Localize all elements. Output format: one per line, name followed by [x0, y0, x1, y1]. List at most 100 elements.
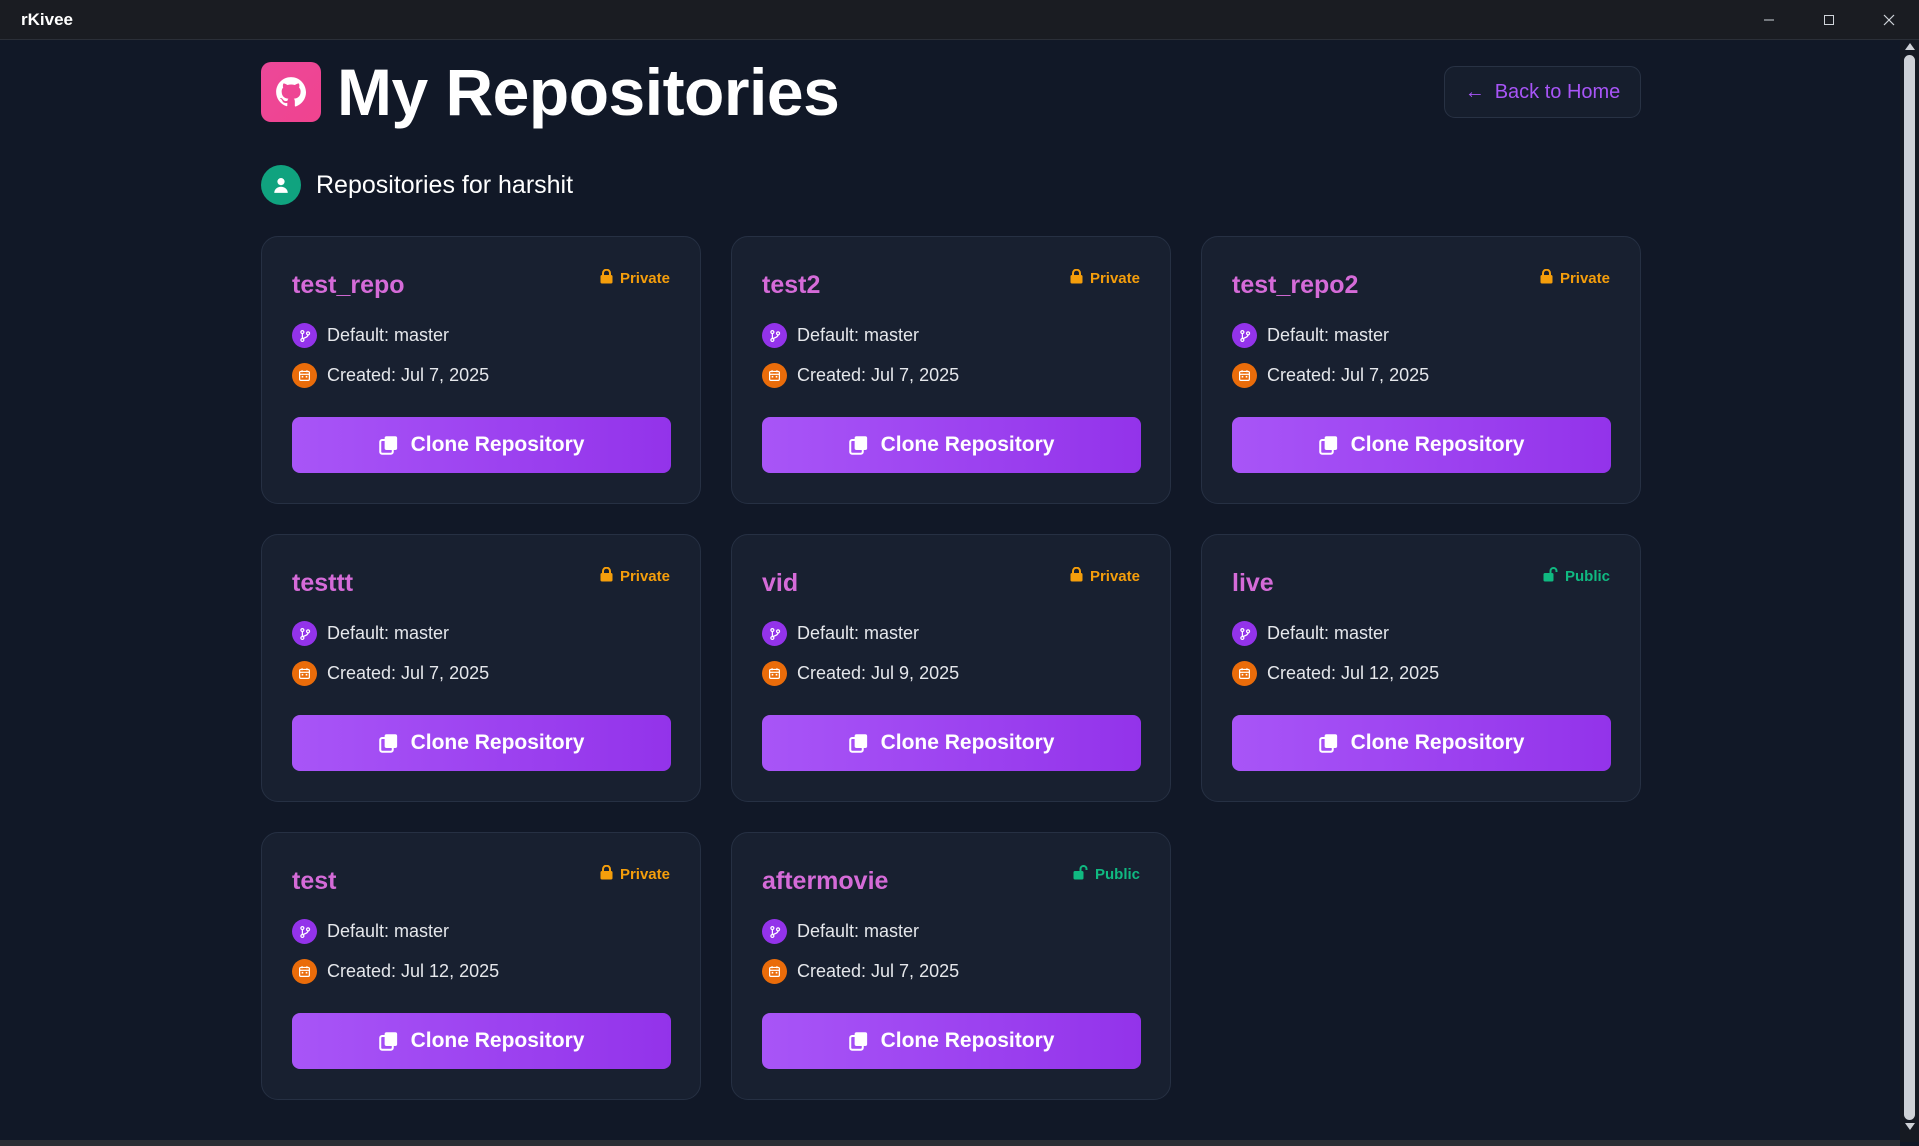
repository-name[interactable]: test: [292, 867, 337, 895]
page-title: My Repositories: [337, 55, 840, 129]
created-date-text: Created: Jul 7, 2025: [327, 663, 490, 683]
repository-name[interactable]: test_repo2: [1232, 271, 1359, 299]
page-header: My Repositories ← Back to Home: [261, 55, 1641, 129]
copy-icon: [1318, 436, 1337, 455]
default-branch-row: Default: master: [292, 919, 449, 944]
clone-button-label: Clone Repository: [1350, 731, 1525, 754]
created-date-text: Created: Jul 9, 2025: [797, 663, 960, 683]
lock-icon: [600, 864, 613, 884]
copy-icon: [378, 436, 397, 455]
default-branch-row: Default: master: [762, 919, 919, 944]
created-date-row: Created: Jul 7, 2025: [292, 661, 489, 686]
visibility-badge: Private: [600, 566, 670, 586]
repository-name[interactable]: live: [1232, 569, 1274, 597]
repository-name[interactable]: vid: [762, 569, 799, 597]
calendar-icon: [762, 959, 787, 984]
repository-name[interactable]: aftermovie: [762, 867, 889, 895]
repository-card: test2 Private Default: master Created: J…: [731, 236, 1171, 504]
repository-card: aftermovie Public Default: master Create…: [731, 832, 1171, 1100]
clone-repository-button[interactable]: Clone Repository: [292, 417, 671, 473]
calendar-icon: [762, 363, 787, 388]
created-date-row: Created: Jul 12, 2025: [292, 959, 499, 984]
clone-repository-button[interactable]: Clone Repository: [1232, 715, 1611, 771]
close-icon: [1883, 14, 1895, 25]
repository-name[interactable]: test_repo: [292, 271, 405, 299]
created-date-text: Created: Jul 7, 2025: [797, 365, 960, 385]
default-branch-row: Default: master: [292, 323, 449, 348]
visibility-label: Public: [1094, 866, 1140, 883]
created-date-row: Created: Jul 12, 2025: [1232, 661, 1439, 686]
bottom-border: [0, 1140, 1900, 1146]
repositories-owner-label: Repositories for harshit: [316, 170, 574, 199]
repository-card: live Public Default: master Created: Jul…: [1201, 534, 1641, 802]
created-date-text: Created: Jul 7, 2025: [797, 961, 960, 981]
calendar-icon: [292, 363, 317, 388]
lock-icon: [600, 566, 613, 586]
window-title: rKivee: [21, 9, 73, 29]
copy-icon: [848, 1032, 867, 1051]
default-branch-row: Default: master: [1232, 323, 1389, 348]
copy-icon: [848, 436, 867, 455]
unlock-icon: [1543, 567, 1558, 586]
copy-icon: [378, 1032, 397, 1051]
clone-button-label: Clone Repository: [1350, 433, 1525, 456]
calendar-icon: [292, 959, 317, 984]
repository-card: testtt Private Default: master Created: …: [261, 534, 701, 802]
maximize-icon: [1824, 14, 1834, 25]
github-icon: [276, 77, 307, 107]
calendar-icon: [1232, 661, 1257, 686]
scroll-thumb[interactable]: [1904, 55, 1915, 1120]
github-logo: [261, 62, 321, 122]
calendar-icon: [762, 661, 787, 686]
clone-repository-button[interactable]: Clone Repository: [762, 417, 1141, 473]
visibility-badge: Public: [1543, 567, 1610, 586]
git-branch-icon: [762, 919, 787, 944]
scroll-down-icon[interactable]: [1905, 1123, 1915, 1130]
default-branch-text: Default: master: [327, 921, 450, 941]
repository-card: test Private Default: master Created: Ju…: [261, 832, 701, 1100]
minimize-icon: [1764, 19, 1774, 20]
default-branch-text: Default: master: [1267, 623, 1390, 643]
default-branch-row: Default: master: [292, 621, 449, 646]
git-branch-icon: [292, 919, 317, 944]
clone-repository-button[interactable]: Clone Repository: [1232, 417, 1611, 473]
visibility-badge: Private: [1070, 268, 1140, 288]
created-date-text: Created: Jul 12, 2025: [327, 961, 500, 981]
default-branch-row: Default: master: [762, 621, 919, 646]
visibility-badge: Private: [1540, 268, 1610, 288]
maximize-button[interactable]: [1799, 0, 1859, 39]
visibility-label: Private: [1559, 270, 1610, 287]
clone-repository-button[interactable]: Clone Repository: [292, 715, 671, 771]
visibility-badge: Public: [1073, 865, 1140, 884]
visibility-label: Public: [1564, 568, 1610, 585]
default-branch-text: Default: master: [327, 325, 450, 345]
clone-button-label: Clone Repository: [880, 731, 1055, 754]
git-branch-icon: [292, 621, 317, 646]
default-branch-text: Default: master: [327, 623, 450, 643]
visibility-label: Private: [1089, 568, 1140, 585]
visibility-label: Private: [619, 568, 670, 585]
clone-button-label: Clone Repository: [410, 433, 585, 456]
lock-icon: [1070, 566, 1083, 586]
visibility-label: Private: [619, 270, 670, 287]
vertical-scrollbar[interactable]: [1900, 40, 1919, 1142]
git-branch-icon: [1232, 323, 1257, 348]
calendar-icon: [1232, 363, 1257, 388]
git-branch-icon: [292, 323, 317, 348]
copy-icon: [848, 734, 867, 753]
lock-icon: [600, 268, 613, 288]
created-date-row: Created: Jul 7, 2025: [1232, 363, 1429, 388]
close-window-button[interactable]: [1859, 0, 1919, 39]
user-avatar: [261, 165, 301, 205]
clone-repository-button[interactable]: Clone Repository: [762, 715, 1141, 771]
repository-name[interactable]: testtt: [292, 569, 354, 597]
repository-name[interactable]: test2: [762, 271, 821, 299]
copy-icon: [1318, 734, 1337, 753]
user-icon: [274, 178, 288, 193]
clone-repository-button[interactable]: Clone Repository: [292, 1013, 671, 1069]
scroll-up-icon[interactable]: [1905, 43, 1915, 50]
clone-repository-button[interactable]: Clone Repository: [762, 1013, 1141, 1069]
minimize-button[interactable]: [1739, 0, 1799, 39]
back-to-home-button[interactable]: ← Back to Home: [1444, 66, 1641, 118]
created-date-row: Created: Jul 7, 2025: [762, 363, 959, 388]
